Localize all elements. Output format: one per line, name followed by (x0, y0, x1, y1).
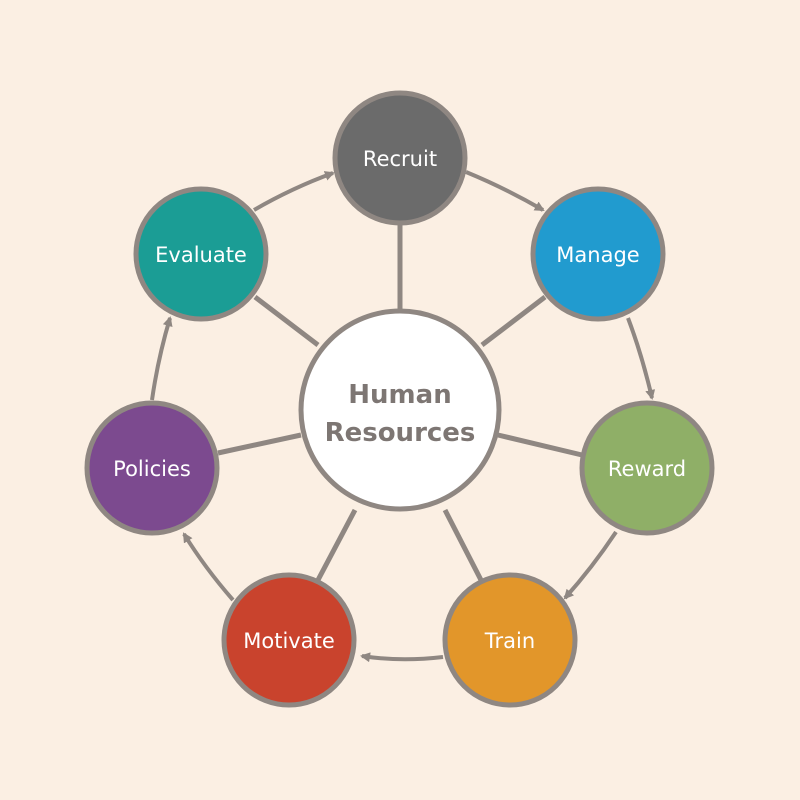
cycle-arrows (150, 170, 656, 663)
node-evaluate: Evaluate (133, 186, 269, 322)
spokes (217, 223, 583, 584)
arrow-manage-to-reward (626, 317, 656, 400)
arrow-motivate-to-policies (182, 532, 235, 602)
arrow-policies-to-evaluate (150, 316, 173, 401)
node-train: Train (442, 572, 578, 708)
node-recruit-label: Recruit (363, 147, 437, 171)
node-reward-label: Reward (608, 457, 686, 481)
node-policies: Policies (84, 400, 220, 536)
center-title-line1: Human (348, 380, 451, 410)
spoke-motivate (315, 508, 358, 582)
node-evaluate-label: Evaluate (155, 243, 247, 267)
node-motivate: Motivate (221, 572, 357, 708)
spoke-policies (217, 432, 302, 456)
center-node: Human Resources (298, 308, 502, 512)
node-manage-circle (530, 186, 666, 322)
arrow-train-to-motivate (360, 652, 444, 663)
node-recruit-circle (332, 90, 468, 226)
spoke-evaluate (253, 295, 320, 347)
node-train-label: Train (484, 629, 535, 653)
arrow-reward-to-train (563, 530, 618, 600)
node-manage: Manage (530, 186, 666, 322)
spoke-train (442, 508, 485, 584)
arrow-evaluate-to-recruit (252, 171, 335, 212)
node-reward: Reward (579, 400, 715, 536)
node-reward-circle (579, 400, 715, 536)
node-motivate-circle (221, 572, 357, 708)
node-policies-label: Policies (113, 457, 191, 481)
node-policies-circle (84, 400, 220, 536)
node-train-circle (442, 572, 578, 708)
node-motivate-label: Motivate (243, 629, 335, 653)
arrow-recruit-to-manage (465, 170, 545, 212)
node-recruit: Recruit (332, 90, 468, 226)
spoke-manage (480, 295, 547, 347)
center-circle (298, 308, 502, 512)
node-evaluate-circle (133, 186, 269, 322)
spoke-reward (497, 432, 583, 458)
center-title-line2: Resources (325, 418, 476, 448)
node-manage-label: Manage (556, 243, 639, 267)
